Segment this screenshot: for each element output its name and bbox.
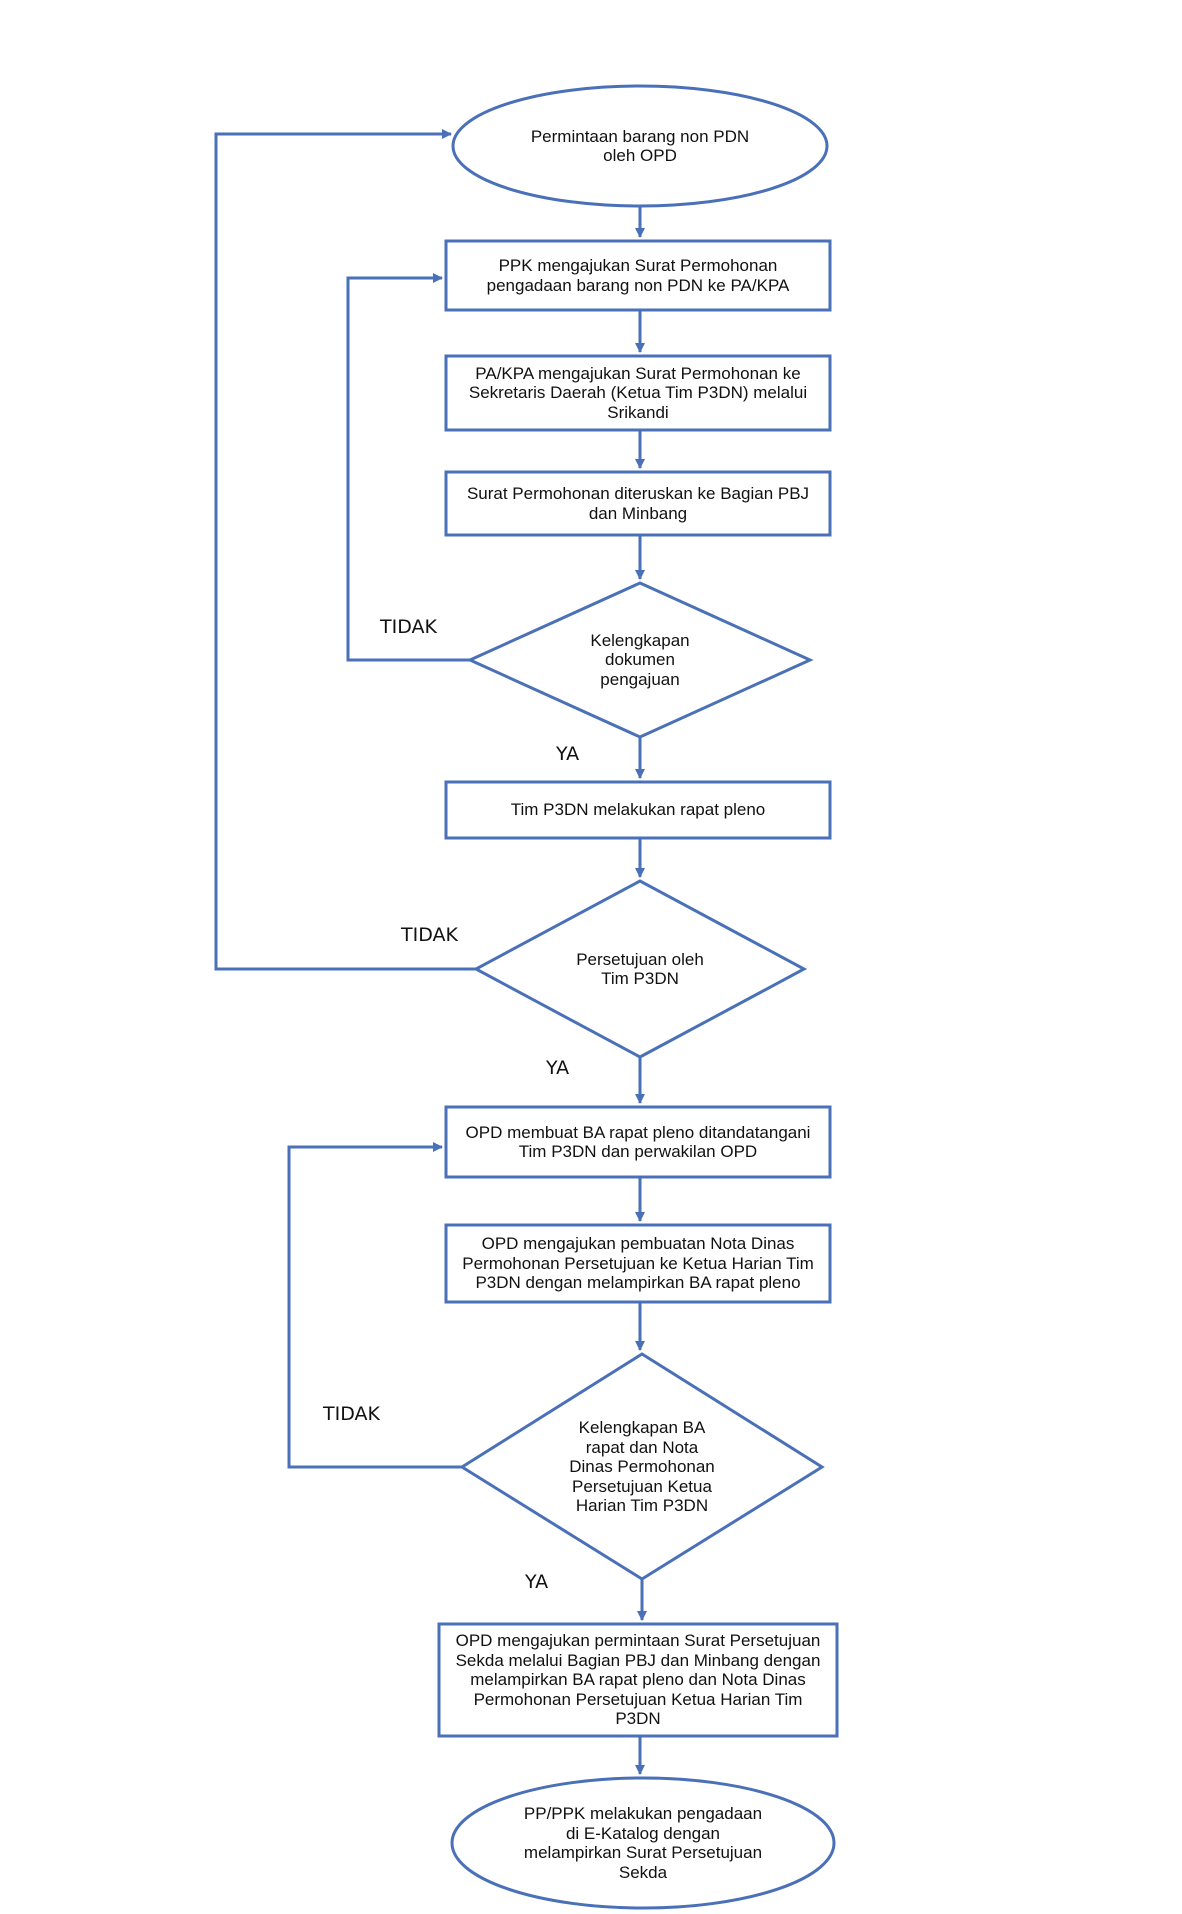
step2-label: PA/KPA mengajukan Surat Permohonan ke Se…: [468, 363, 808, 422]
decision2-no-label: TIDAK: [401, 924, 458, 946]
loop-decision3-to-step5: [287, 1142, 462, 1469]
loop-decision1-to-step1: [346, 273, 470, 662]
step4-box: [444, 780, 832, 840]
decision2-yes-label: YA: [546, 1057, 570, 1079]
start-label: Permintaan barang non PDN oleh OPD: [530, 126, 750, 166]
decision3-yes-label: YA: [525, 1571, 549, 1593]
step4-label: Tim P3DN melakukan rapat pleno: [510, 800, 766, 820]
step6-box: [444, 1223, 832, 1304]
step1-box: [444, 239, 832, 312]
step2-box: [444, 354, 832, 432]
step3-label: Surat Permohonan diteruskan ke Bagian PB…: [466, 484, 810, 523]
step6-label: OPD mengajukan pembuatan Nota Dinas Perm…: [462, 1234, 814, 1293]
decision2-label: Persetujuan oleh Tim P3DN: [576, 949, 704, 989]
decision1-yes-label: YA: [556, 743, 580, 765]
end-label: PP/PPK melakukan pengadaan di E-Katalog …: [523, 1804, 763, 1882]
loop-decision2-to-start: [214, 129, 476, 971]
step5-label: OPD membuat BA rapat pleno ditandatangan…: [465, 1122, 811, 1162]
step7-box: [437, 1622, 839, 1738]
step5-box: [444, 1105, 832, 1179]
decision1-label: Kelengkapan dokumen pengajuan: [590, 630, 690, 689]
decision3-no-label: TIDAK: [323, 1403, 380, 1425]
decision3-label: Kelengkapan BA rapat dan Nota Dinas Perm…: [569, 1418, 715, 1516]
end-ellipse: [450, 1776, 836, 1910]
step1-label: PPK mengajukan Surat Permohonan pengadaa…: [486, 256, 790, 295]
step3-box: [444, 470, 832, 537]
step7-label: OPD mengajukan permintaan Surat Persetuj…: [455, 1631, 821, 1729]
decision1-no-label: TIDAK: [380, 616, 437, 638]
